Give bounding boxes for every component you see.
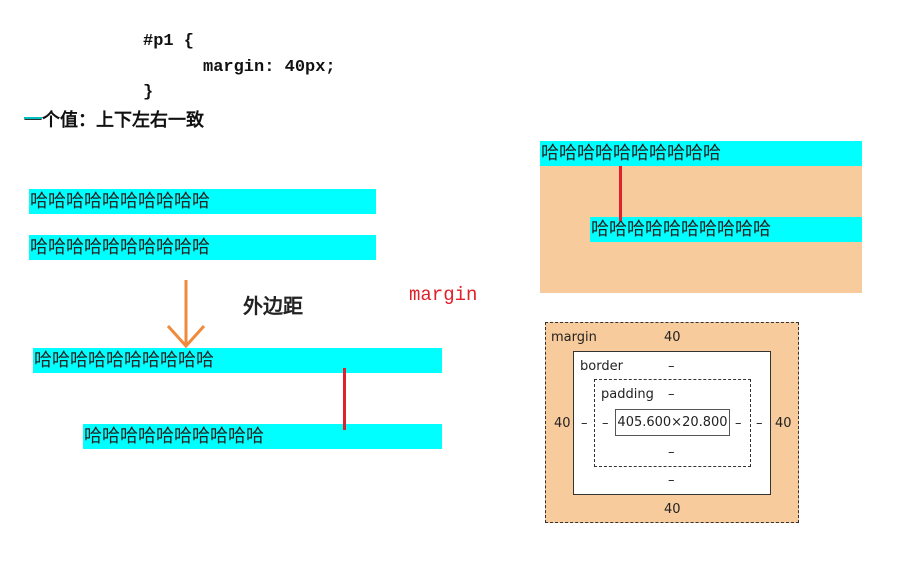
down-arrow-icon: [166, 280, 206, 349]
box-model-padding-left: –: [602, 416, 609, 431]
box-model-border-right: –: [756, 416, 763, 431]
right-margin-indicator-line: [619, 166, 622, 221]
box-model-margin-left: 40: [554, 416, 571, 431]
left-margin-indicator-line: [343, 368, 346, 430]
caption-underline: [24, 117, 42, 119]
outer-margin-label: 外边距: [243, 294, 303, 318]
box-model-margin-right: 40: [775, 416, 792, 431]
box-model-border-left: –: [581, 416, 588, 431]
right-bar-1: 哈哈哈哈哈哈哈哈哈哈: [540, 141, 862, 166]
box-model-border-label: border: [580, 359, 623, 374]
right-bar-2: 哈哈哈哈哈哈哈哈哈哈: [590, 217, 862, 242]
box-model-border-top: –: [668, 359, 675, 374]
code-line-close: }: [143, 83, 154, 102]
box-model-margin-top: 40: [664, 330, 681, 345]
box-model-padding-label: padding: [601, 387, 654, 402]
left-bar-4: 哈哈哈哈哈哈哈哈哈哈: [83, 424, 442, 449]
box-model-border-bottom: –: [668, 473, 675, 488]
code-line-declaration: margin: 40px;: [203, 58, 336, 77]
box-model-padding-right: –: [735, 416, 742, 431]
box-model-padding-top: –: [668, 387, 675, 402]
box-model-margin-label: margin: [551, 330, 597, 345]
box-model-margin-bottom: 40: [664, 502, 681, 517]
code-line-selector: #p1 {: [143, 32, 195, 51]
margin-word-label: margin: [409, 284, 478, 306]
box-model-content: 405.600×20.800: [615, 409, 730, 436]
box-model-padding-bottom: –: [668, 445, 675, 460]
left-bar-2: 哈哈哈哈哈哈哈哈哈哈: [29, 235, 376, 260]
caption-one-value: 一个值：上下左右一致: [24, 110, 204, 131]
left-bar-1: 哈哈哈哈哈哈哈哈哈哈: [29, 189, 376, 214]
left-bar-3: 哈哈哈哈哈哈哈哈哈哈: [33, 348, 442, 373]
